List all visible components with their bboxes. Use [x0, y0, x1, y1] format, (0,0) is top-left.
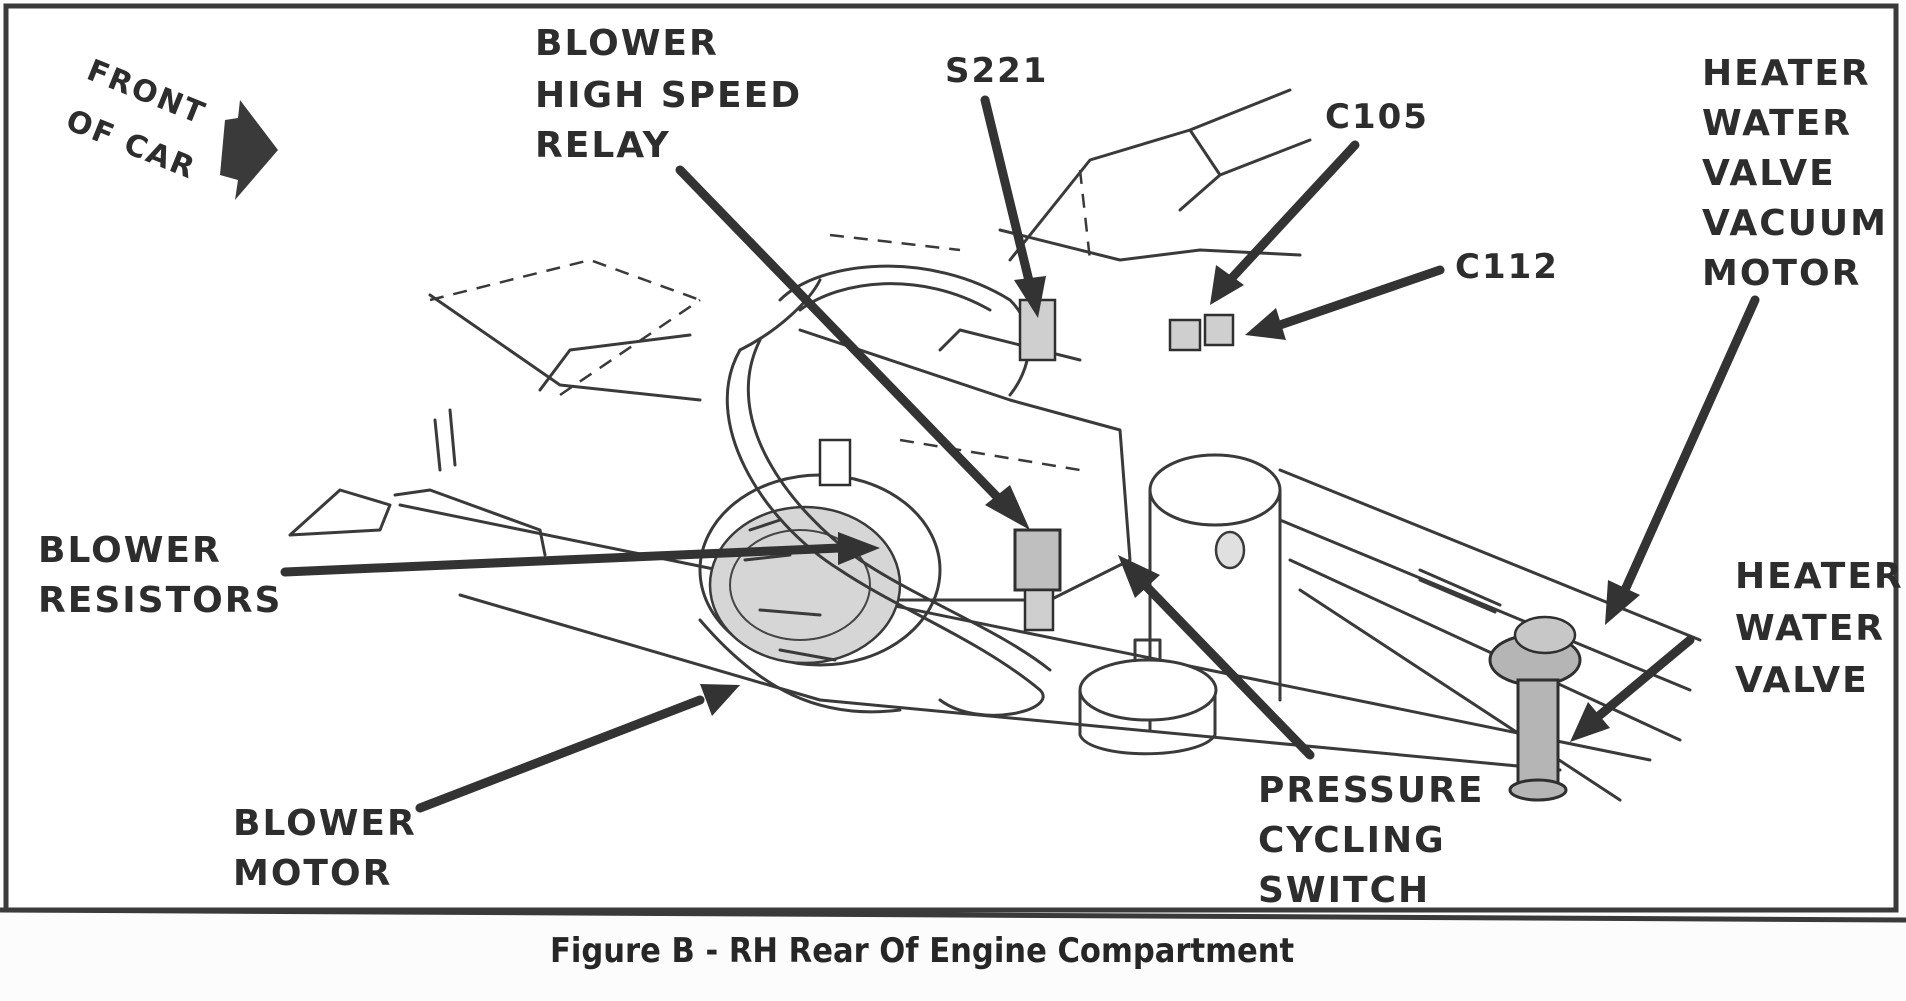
vacuum-motor-line-3: VALVE: [1702, 153, 1836, 194]
callout-pressure-cycling-switch: PRESSURE CYCLING SWITCH: [1258, 770, 1484, 911]
diagram-frame: [3, 3, 1899, 913]
vacuum-motor-line-2: WATER: [1702, 103, 1852, 144]
frame-bottom-rule: [0, 907, 1906, 923]
front-of-car-arrow-icon: [220, 100, 278, 200]
callout-heater-water-valve: HEATER WATER VALVE: [1735, 556, 1904, 701]
vacuum-motor-line-1: HEATER: [1702, 53, 1871, 94]
pressure-switch-line-1: PRESSURE: [1258, 770, 1484, 811]
callout-c105: C105: [1325, 97, 1429, 137]
vacuum-motor-line-5: MOTOR: [1702, 253, 1861, 294]
water-valve-line-2: WATER: [1735, 608, 1885, 649]
callout-blower-resistors: BLOWER RESISTORS: [38, 530, 282, 621]
pressure-switch-line-3: SWITCH: [1258, 870, 1430, 911]
figure-caption: Figure B - RH Rear Of Engine Compartment: [550, 931, 1294, 971]
blower-motor-line-1: BLOWER: [233, 803, 417, 844]
callout-c112: C112: [1455, 247, 1559, 287]
callout-blower-motor: BLOWER MOTOR: [233, 803, 417, 894]
callout-heater-water-valve-vacuum-motor: HEATER WATER VALVE VACUUM MOTOR: [1702, 53, 1888, 294]
callout-s221: S221: [945, 51, 1048, 91]
pressure-switch-line-2: CYCLING: [1258, 820, 1446, 861]
engine-sketch: [288, 88, 1702, 802]
callout-blower-high-speed-relay: BLOWER HIGH SPEED RELAY: [535, 23, 802, 166]
resistors-line-1: BLOWER: [38, 530, 222, 571]
callout-arrows: [280, 95, 1760, 813]
resistors-line-2: RESISTORS: [38, 580, 282, 621]
water-valve-line-1: HEATER: [1735, 556, 1904, 597]
relay-label-line-3: RELAY: [535, 125, 671, 166]
relay-label-line-1: BLOWER: [535, 23, 719, 64]
relay-label-line-2: HIGH SPEED: [535, 75, 802, 116]
vacuum-motor-line-4: VACUUM: [1702, 203, 1888, 244]
blower-motor-line-2: MOTOR: [233, 853, 392, 894]
water-valve-line-3: VALVE: [1735, 660, 1869, 701]
